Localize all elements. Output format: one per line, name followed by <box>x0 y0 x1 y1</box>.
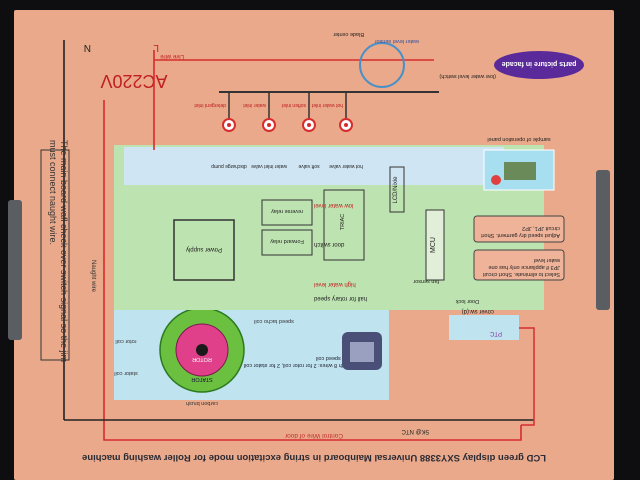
relay-reverse <box>261 199 313 226</box>
svg-text:detergent inlet: detergent inlet <box>194 102 226 108</box>
valve-hot: hot water inlet hot water valve <box>311 102 363 169</box>
box-strap-left <box>8 200 22 340</box>
svg-text:parts picture in facade: parts picture in facade <box>502 60 577 67</box>
diagram-rotated: LCD green display SXY3388 Universal Main… <box>14 10 614 480</box>
relay-forward <box>261 229 313 256</box>
neutral-N: N <box>84 42 91 53</box>
control-wire-line <box>103 100 522 441</box>
ground-note: The main board wafl check over switch si… <box>40 140 70 362</box>
svg-text:reverse relay: reverse relay <box>271 208 303 214</box>
svg-text:ROTOR: ROTOR <box>192 356 212 362</box>
hall-label: hall for rotary speed <box>314 295 367 301</box>
lcd-connector <box>389 166 405 213</box>
svg-text:Forward relay: Forward relay <box>270 238 304 244</box>
jp-note-2: Select to eliminate. Short circuit JP3 i… <box>473 249 565 281</box>
svg-text:Door lock: Door lock <box>456 298 479 304</box>
svg-text:water level sensor: water level sensor <box>375 38 420 44</box>
parts-badge: parts picture in facade <box>494 51 584 79</box>
svg-text:hot water inlet: hot water inlet <box>311 102 343 108</box>
svg-text:soften inlet: soften inlet <box>281 102 306 108</box>
svg-text:water inlet: water inlet <box>243 102 266 108</box>
fan-sensor-label: fan sensor <box>413 278 439 284</box>
valve-soften: soften inlet soft valve <box>281 102 319 169</box>
motor-stator: ROTOR STATOR <box>159 307 245 393</box>
live-wire-label: Live wire <box>160 53 184 59</box>
mcu-label: MCU <box>430 237 437 253</box>
svg-text:hot water valve: hot water valve <box>329 163 363 169</box>
carton-box: LCD green display SXY3388 Universal Main… <box>14 10 614 480</box>
cover-switch-label: cover sw.(d) <box>462 308 494 314</box>
ptc-red-wire <box>519 327 535 426</box>
svg-text:discharge pump: discharge pump <box>211 163 247 169</box>
control-wire-label: Control Wire of door <box>284 432 343 439</box>
ptc-door-lock: PTC Door lock <box>449 298 519 340</box>
low-water-label: low water level <box>314 202 353 208</box>
stator-coil-label: stator coil <box>114 370 138 376</box>
box-strap-right <box>596 170 610 310</box>
svg-text:STATOR: STATOR <box>191 376 212 382</box>
svg-text:Blade center: Blade center <box>333 31 364 37</box>
lcd-label: LCD/Nixie <box>393 176 399 204</box>
carbon-brush-label: carbon brush <box>186 400 218 406</box>
valve-water: water inlet water inlet valve <box>243 102 287 169</box>
valve-row: detergent inlet discharge pump water inl… <box>194 91 439 169</box>
triac-block <box>323 189 365 261</box>
door-switch-label: door switch <box>314 241 344 247</box>
rotor-coil-label: rotor coil <box>115 338 136 344</box>
transformer-box <box>173 219 235 281</box>
live-line <box>153 50 434 150</box>
ntc-label: 5K@ NTC <box>401 428 429 434</box>
motor-photo <box>342 332 382 370</box>
svg-text:TRIAC: TRIAC <box>340 214 346 231</box>
wiring-diagram: LCD green display SXY3388 Universal Main… <box>40 31 584 463</box>
naught-wire-label: Naught wire <box>90 260 96 293</box>
speed-coil-label: speed tacho coil <box>254 318 294 324</box>
ac220v-label: AC220V <box>100 71 167 91</box>
low-water-switch-label: (low water level switch) <box>439 73 496 79</box>
svg-text:PTC: PTC <box>489 330 502 336</box>
svg-text:sample of operation panel: sample of operation panel <box>487 136 550 142</box>
high-water-label: high water level <box>314 281 356 287</box>
valve-detergent: detergent inlet discharge pump <box>194 102 247 169</box>
power-supply-label: Power supply <box>186 246 222 252</box>
svg-text:water inlet valve: water inlet valve <box>251 163 287 169</box>
display-panel: sample of operation panel <box>483 136 555 191</box>
mcu-chip <box>425 209 445 281</box>
water-level-sensor: water level sensor Blade center <box>333 31 420 88</box>
valve-strip <box>124 147 504 185</box>
live-L: L <box>153 42 159 53</box>
diagram-title: LCD green display SXY3388 Universal Main… <box>82 452 546 463</box>
jp-note-1: Adjust speed dry garment. Short circuit … <box>473 215 565 243</box>
svg-text:soft valve: soft valve <box>298 163 319 169</box>
